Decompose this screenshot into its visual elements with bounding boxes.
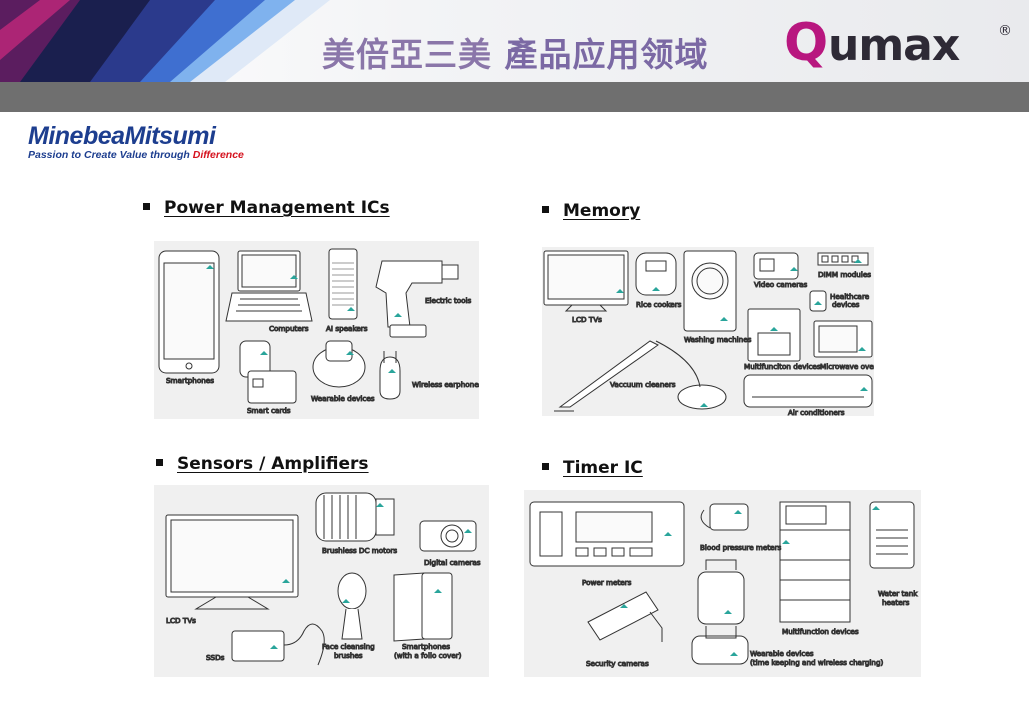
label-heaters: heaters bbox=[882, 598, 910, 607]
section-title-memory: Memory bbox=[542, 201, 640, 221]
panel-power-management: Smartphones Computers AI speakers Electr… bbox=[154, 241, 479, 419]
digital-camera-icon bbox=[419, 520, 477, 552]
section-title-timer: Timer IC bbox=[542, 458, 643, 478]
label-electric-tools: Electric tools bbox=[425, 296, 472, 305]
label-multifunction-devices: Multifunciton devices bbox=[744, 362, 821, 371]
lcd-tv-icon bbox=[543, 250, 629, 312]
ai-speaker-icon bbox=[328, 248, 358, 320]
svg-text:®: ® bbox=[998, 23, 1012, 39]
smartwatch-icon bbox=[691, 559, 749, 665]
power-meter-icon bbox=[529, 501, 685, 567]
multifunction-device-icon bbox=[747, 308, 801, 362]
svg-text:Q: Q bbox=[784, 13, 826, 73]
laptop-icon bbox=[225, 250, 313, 322]
panel-sensors-amplifiers: Brushless DC motors Digital cameras LCD … bbox=[154, 485, 489, 677]
electric-tool-icon bbox=[375, 260, 459, 338]
label-healthcare-1: Healthcare bbox=[830, 292, 870, 301]
section-title-power-text: Power Management ICs bbox=[164, 198, 390, 218]
bullet-icon bbox=[542, 205, 549, 213]
label-lcd-tvs: LCD TVs bbox=[166, 616, 196, 625]
tagline-prefix: Passion to Create Value through bbox=[28, 149, 193, 161]
label-ai-speakers: AI speakers bbox=[326, 324, 368, 333]
label-air-conditioners: Air conditioners bbox=[788, 408, 845, 416]
page-title-part2: 產品应用领域 bbox=[504, 35, 709, 74]
multifunction-printer-icon bbox=[779, 501, 851, 623]
label-blood-pressure-meters: Blood pressure meters bbox=[700, 543, 782, 552]
page-title-part1: 美倍亞三美 bbox=[322, 35, 492, 74]
label-computers: Computers bbox=[269, 324, 309, 333]
label-digital-cameras: Digital cameras bbox=[424, 558, 481, 567]
air-conditioner-icon bbox=[743, 374, 873, 408]
section-title-power: Power Management ICs bbox=[143, 198, 390, 218]
dimm-module-icon bbox=[817, 252, 869, 266]
video-camera-icon bbox=[753, 252, 799, 280]
label-microwave-ovens: Microwave ovens bbox=[820, 362, 874, 371]
label-healthcare-2: devices bbox=[832, 300, 860, 309]
panel-timer-ic: Blood pressure meters Power meters Water… bbox=[524, 490, 921, 677]
panel-memory: LCD TVs Rice cookers Washing machines Vi… bbox=[542, 247, 874, 416]
qumax-logo: Q umax ® bbox=[784, 13, 1012, 73]
smart-card-icon bbox=[239, 340, 297, 404]
label-lcd-tvs: LCD TVs bbox=[572, 315, 602, 324]
label-rice-cookers: Rice cookers bbox=[636, 300, 682, 309]
label-multifunction-devices: Multifunction devices bbox=[782, 627, 859, 636]
rice-cooker-icon bbox=[635, 252, 677, 296]
section-title-sensors-text: Sensors / Amplifiers bbox=[177, 454, 369, 474]
folio-smartphone-icon bbox=[393, 572, 453, 642]
smartphone-icon bbox=[158, 250, 220, 374]
cleansing-brush-icon bbox=[337, 572, 367, 640]
section-title-memory-text: Memory bbox=[563, 201, 641, 221]
brand-mark-icons bbox=[270, 503, 472, 649]
svg-text:umax: umax bbox=[828, 20, 960, 71]
header-stripes-graphic bbox=[0, 0, 330, 82]
label-smartphones: Smartphones bbox=[166, 376, 214, 385]
page-title: 美倍亞三美 產品应用领域 bbox=[322, 28, 709, 76]
lcd-tv-icon bbox=[165, 514, 299, 610]
ssd-icon bbox=[231, 623, 325, 666]
label-wearable-devices: Wearable devices bbox=[750, 649, 814, 658]
microwave-icon bbox=[813, 320, 873, 358]
section-title-sensors: Sensors / Amplifiers bbox=[156, 454, 369, 474]
label-dimm-modules: DIMM modules bbox=[818, 270, 871, 279]
brand-mark-icons bbox=[620, 506, 880, 656]
brushless-motor-icon bbox=[315, 492, 395, 542]
label-wireless-earphones: Wireless earphones bbox=[412, 380, 479, 389]
water-heater-icon bbox=[869, 501, 915, 569]
blood-pressure-meter-icon bbox=[700, 503, 749, 531]
label-wearable-devices: Wearable devices bbox=[311, 394, 375, 403]
bullet-icon bbox=[143, 202, 150, 210]
security-camera-icon bbox=[587, 591, 663, 642]
bullet-icon bbox=[156, 458, 163, 466]
label-time-keeping: (time keeping and wireless charging) bbox=[750, 658, 884, 667]
label-smart-cards: Smart cards bbox=[247, 406, 291, 415]
label-folio-cover: (with a folio cover) bbox=[394, 651, 462, 660]
bullet-icon bbox=[542, 462, 549, 470]
vacuum-icon bbox=[554, 340, 727, 412]
label-ssds: SSDs bbox=[206, 653, 225, 662]
brand-mark-icons bbox=[616, 259, 868, 407]
minebeamitsumi-logo: MinebeaMitsumi Passion to Create Value t… bbox=[28, 122, 244, 161]
label-brushless-dc-motors: Brushless DC motors bbox=[322, 546, 397, 555]
label-video-cameras: Video cameras bbox=[754, 280, 808, 289]
brand-mark-icons bbox=[206, 265, 402, 373]
washing-machine-icon bbox=[683, 250, 737, 332]
wearable-icon bbox=[312, 340, 366, 388]
section-title-timer-text: Timer IC bbox=[563, 458, 643, 478]
header-banner: 美倍亞三美 產品应用领域 Q umax ® bbox=[0, 0, 1029, 82]
label-washing-machines: Washing machines bbox=[684, 335, 752, 344]
label-water-tank: Water tank bbox=[878, 589, 918, 598]
earphones-icon bbox=[379, 351, 401, 400]
label-smartphones: Smartphones bbox=[402, 642, 450, 651]
tagline-highlight: Difference bbox=[192, 149, 244, 161]
label-power-meters: Power meters bbox=[582, 578, 632, 587]
label-brushes: brushes bbox=[334, 651, 363, 660]
company-tagline: Passion to Create Value through Differen… bbox=[28, 149, 244, 161]
header-divider-bar bbox=[0, 82, 1029, 112]
label-face-cleansing: Face cleansing bbox=[322, 642, 375, 651]
company-name: MinebeaMitsumi bbox=[28, 122, 216, 150]
label-vacuum-cleaners: Vaccuum cleaners bbox=[610, 380, 676, 389]
label-security-cameras: Security cameras bbox=[586, 659, 649, 668]
